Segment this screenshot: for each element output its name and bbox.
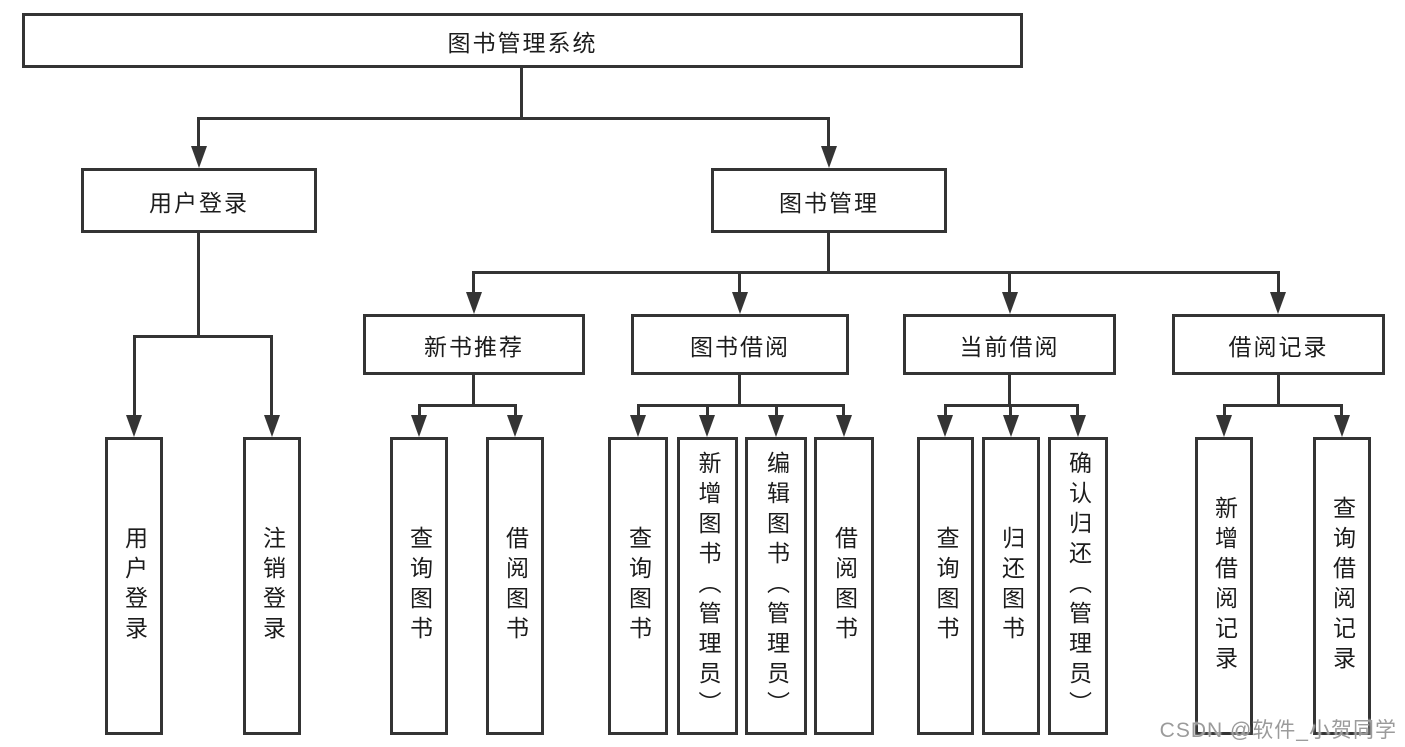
connector-l1-drop-login	[197, 117, 200, 150]
arrow-down-icon	[1216, 415, 1232, 437]
connector-current-trunk	[1008, 375, 1011, 406]
node-leaf-query-book-3-label: 查询图书	[933, 526, 959, 646]
arrow-down-icon	[1003, 415, 1019, 437]
node-book-management-label: 图书管理	[779, 189, 879, 216]
node-leaf-add-borrow-record-label: 新增借阅记录	[1211, 496, 1238, 676]
node-new-book-recommend: 新书推荐	[363, 314, 585, 375]
connector-recommend-trunk	[472, 375, 475, 406]
node-borrow-records-label: 借阅记录	[1228, 333, 1329, 360]
connector-records-split	[1223, 404, 1343, 407]
node-leaf-confirm-return-admin: 确认归还（管理员）	[1048, 437, 1108, 735]
connector-login-split	[133, 335, 273, 338]
connector-drop	[1340, 404, 1343, 422]
node-borrow-records: 借阅记录	[1172, 314, 1385, 375]
arrow-down-icon	[732, 292, 748, 314]
connector-records-trunk	[1277, 375, 1280, 406]
connector-drop	[1076, 404, 1079, 422]
node-leaf-add-book-admin: 新增图书（管理员）	[677, 437, 738, 735]
connector-l2-split	[473, 271, 1280, 274]
connector-l2-drop-records	[1277, 271, 1280, 297]
node-leaf-edit-book-admin-label: 编辑图书（管理员）	[763, 451, 790, 721]
arrow-down-icon	[1270, 292, 1286, 314]
connector-recommend-split	[418, 404, 517, 407]
connector-drop	[775, 404, 778, 422]
arrow-down-icon	[126, 415, 142, 437]
arrow-down-icon	[836, 415, 852, 437]
connector-drop	[418, 404, 421, 422]
connector-drop	[514, 404, 517, 422]
node-leaf-query-book-1-label: 查询图书	[406, 526, 433, 646]
node-leaf-query-book-1: 查询图书	[390, 437, 448, 735]
node-leaf-query-borrow-record: 查询借阅记录	[1313, 437, 1371, 735]
node-current-borrow: 当前借阅	[903, 314, 1116, 375]
node-leaf-return-book: 归还图书	[982, 437, 1040, 735]
node-leaf-logout: 注销登录	[243, 437, 301, 735]
node-user-login-label: 用户登录	[149, 189, 249, 216]
connector-l1-split	[198, 117, 830, 120]
node-leaf-borrow-book-2: 借阅图书	[814, 437, 874, 735]
node-leaf-user-login: 用户登录	[105, 437, 163, 735]
csdn-watermark: CSDN @软件_小贺同学	[1159, 719, 1397, 742]
arrow-down-icon	[507, 415, 523, 437]
node-leaf-query-borrow-record-label: 查询借阅记录	[1329, 496, 1356, 676]
node-leaf-edit-book-admin: 编辑图书（管理员）	[745, 437, 807, 735]
connector-borrow-trunk	[738, 375, 741, 406]
node-leaf-query-book-3: 查询图书	[917, 437, 974, 735]
connector-borrow-split	[637, 404, 845, 407]
node-leaf-borrow-book-1: 借阅图书	[486, 437, 544, 735]
connector-l2-drop-current	[1008, 271, 1011, 297]
connector-drop	[706, 404, 709, 422]
arrow-down-icon	[411, 415, 427, 437]
node-leaf-confirm-return-admin-label: 确认归还（管理员）	[1065, 451, 1092, 721]
connector-drop	[1009, 404, 1012, 422]
node-leaf-logout-label: 注销登录	[259, 526, 286, 646]
node-leaf-borrow-book-1-label: 借阅图书	[502, 526, 529, 646]
node-book-management: 图书管理	[711, 168, 947, 233]
arrow-down-icon	[191, 146, 207, 168]
node-root: 图书管理系统	[22, 13, 1023, 68]
arrow-down-icon	[1070, 415, 1086, 437]
arrow-down-icon	[821, 146, 837, 168]
node-leaf-add-book-admin-label: 新增图书（管理员）	[695, 451, 721, 721]
node-new-book-recommend-label: 新书推荐	[424, 333, 524, 360]
connector-login-drop-2	[270, 335, 273, 421]
arrow-down-icon	[937, 415, 953, 437]
node-current-borrow-label: 当前借阅	[959, 333, 1060, 360]
arrow-down-icon	[768, 415, 784, 437]
node-book-borrow-label: 图书借阅	[690, 333, 790, 360]
node-user-login: 用户登录	[81, 168, 317, 233]
node-book-borrow: 图书借阅	[631, 314, 849, 375]
connector-drop	[1223, 404, 1226, 422]
connector-login-trunk	[197, 233, 200, 338]
node-leaf-borrow-book-2-label: 借阅图书	[831, 526, 858, 646]
connector-root-trunk	[520, 68, 523, 119]
connector-l2-drop-recommend	[472, 271, 475, 297]
connector-drop	[842, 404, 845, 422]
arrow-down-icon	[630, 415, 646, 437]
connector-drop	[944, 404, 947, 422]
arrow-down-icon	[1334, 415, 1350, 437]
arrow-down-icon	[466, 292, 482, 314]
connector-mgmt-trunk	[827, 233, 830, 274]
node-leaf-query-book-2-label: 查询图书	[625, 526, 652, 646]
arrow-down-icon	[1002, 292, 1018, 314]
node-leaf-query-book-2: 查询图书	[608, 437, 668, 735]
node-leaf-return-book-label: 归还图书	[998, 526, 1025, 646]
connector-drop	[637, 404, 640, 422]
node-root-label: 图书管理系统	[447, 29, 598, 56]
connector-login-drop-1	[133, 335, 136, 421]
node-leaf-add-borrow-record: 新增借阅记录	[1195, 437, 1253, 735]
arrow-down-icon	[699, 415, 715, 437]
connector-l1-drop-mgmt	[827, 117, 830, 150]
arrow-down-icon	[264, 415, 280, 437]
node-leaf-user-login-label: 用户登录	[121, 526, 148, 646]
connector-l2-drop-borrow	[738, 271, 741, 297]
